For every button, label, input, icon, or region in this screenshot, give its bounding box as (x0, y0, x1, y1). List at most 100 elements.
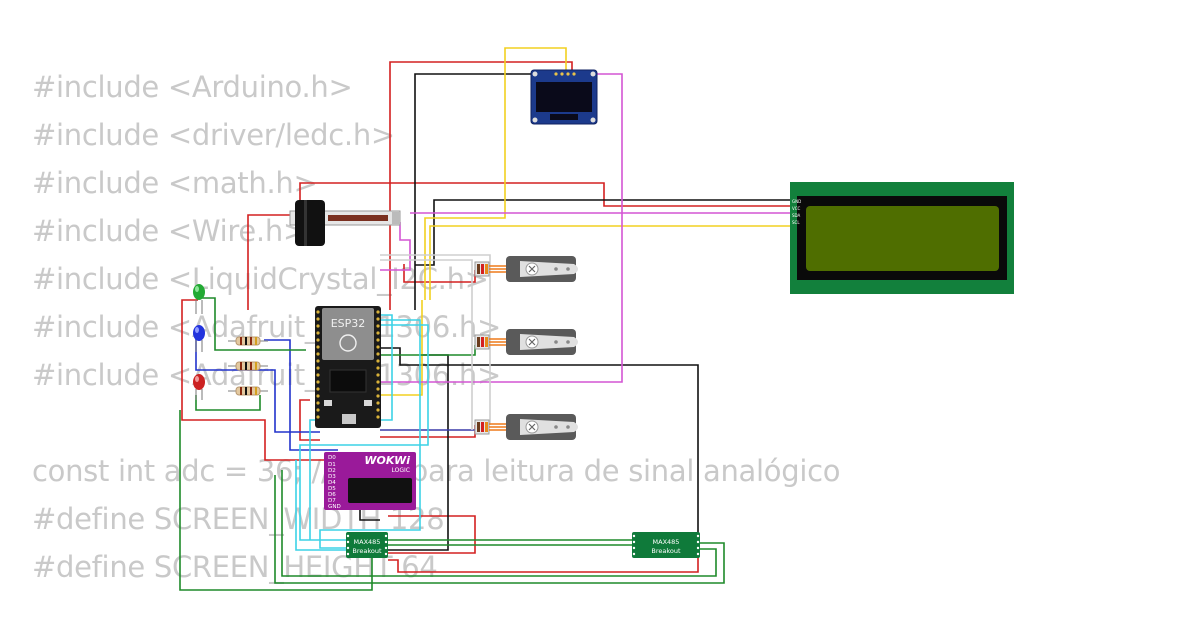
oled-pin[interactable] (554, 72, 558, 76)
wire-yellow[interactable] (429, 225, 790, 300)
logic-pin-label: D7 (328, 498, 336, 504)
oled-pin[interactable] (572, 72, 576, 76)
max485-board (346, 532, 388, 558)
wire-red[interactable] (389, 61, 573, 310)
code-line: #include <driver/ledc.h> (32, 118, 395, 152)
esp32-module-shield (322, 308, 374, 360)
oled-pin[interactable] (560, 72, 564, 76)
logic-label: LOGIC (392, 467, 410, 474)
mount-hole (590, 117, 596, 123)
wire-yellow[interactable] (380, 300, 423, 396)
led-green-lens (193, 284, 205, 300)
servo-3[interactable] (474, 414, 578, 440)
servo-cable (489, 265, 506, 273)
esp32-board[interactable]: ESP32 (315, 306, 381, 428)
wire-red[interactable] (299, 182, 790, 230)
oled-display[interactable] (530, 69, 598, 125)
boot-button[interactable] (324, 400, 332, 406)
wire-blue[interactable] (195, 337, 320, 433)
led-green-highlight (195, 286, 199, 292)
logic-pin-label: D0 (328, 455, 336, 461)
logic-pin-label: D2 (328, 468, 336, 474)
servo-cable (489, 338, 506, 346)
servo-2[interactable] (474, 329, 578, 355)
wire-red[interactable] (388, 515, 476, 554)
logic-connector-block (348, 478, 412, 503)
resistor[interactable] (228, 361, 268, 371)
esp32-pins-right[interactable] (376, 310, 380, 419)
code-line: #include <Wire.h> (32, 214, 307, 248)
max485-sublabel: Breakout (352, 547, 382, 555)
led-red-lens (193, 374, 205, 390)
mount-hole (590, 71, 596, 77)
oled-screen (536, 82, 592, 112)
wire-blue[interactable] (264, 339, 338, 451)
esp32-pins-left[interactable] (316, 310, 320, 419)
wire-red[interactable] (247, 214, 290, 310)
wire-black[interactable] (380, 347, 699, 535)
wire-green[interactable] (274, 475, 725, 584)
slide-potentiometer[interactable] (289, 200, 401, 246)
wire-green[interactable] (281, 470, 717, 577)
resistor[interactable] (228, 386, 268, 396)
max485-label: MAX485 (354, 538, 381, 546)
wires (179, 47, 790, 591)
wire-grey[interactable] (380, 254, 491, 425)
wire-cyan[interactable] (295, 460, 346, 551)
max485-left[interactable]: MAX485 Breakout (346, 532, 388, 558)
reset-button[interactable] (364, 400, 372, 406)
logic-pin-label: D4 (328, 480, 336, 486)
wire-yellow[interactable] (424, 75, 506, 300)
wire-cyan[interactable] (319, 319, 421, 549)
lcd-screen (806, 206, 999, 271)
led-red[interactable] (193, 374, 205, 400)
wire-red[interactable] (388, 555, 699, 573)
lcd-pin-label: SCL (792, 220, 800, 225)
pot-knob-ridge (304, 200, 307, 246)
logic-analyzer[interactable]: WOKWi LOGIC D0 D1 D2 D3 D4 D5 D6 D7 GND (324, 452, 416, 510)
max485-label: MAX485 (653, 538, 680, 546)
led-blue-lens (193, 325, 205, 341)
led-green[interactable] (193, 284, 205, 314)
esp32-label: ESP32 (331, 317, 366, 330)
wire-yellow[interactable] (504, 47, 567, 75)
logic-pin-label: D1 (328, 462, 336, 468)
led-blue-highlight (195, 327, 199, 333)
wire-magenta[interactable] (380, 222, 411, 271)
max485-sublabel: Breakout (651, 547, 681, 555)
lcd-display[interactable]: GND VCC SDA SCL (790, 182, 1014, 294)
oled-flex (550, 114, 578, 120)
servo-cable (489, 423, 506, 431)
wire-green[interactable] (195, 395, 261, 411)
led-blue[interactable] (193, 325, 205, 352)
code-line: #include <LiquidCrystal_I2C.h> (32, 262, 489, 296)
servo-1[interactable] (474, 256, 578, 282)
oled-pin[interactable] (566, 72, 570, 76)
espressif-logo-icon (339, 334, 357, 352)
resistor[interactable] (228, 336, 268, 346)
logic-pin-label: D5 (328, 486, 336, 492)
wire-magenta[interactable] (380, 73, 623, 383)
wire-cyan[interactable] (299, 324, 429, 541)
lcd-pin-label: VCC (792, 206, 801, 211)
code-line: #include <math.h> (32, 166, 318, 200)
max485-board (632, 532, 700, 558)
usb-port[interactable] (342, 414, 356, 424)
wire-red[interactable] (181, 299, 340, 461)
mount-hole (532, 117, 538, 123)
pot-knob[interactable] (295, 200, 325, 246)
logic-pin-label: GND (328, 504, 341, 510)
lcd-pin-label: GND (792, 199, 801, 204)
esp32-chip (329, 369, 367, 393)
wokwi-logo: WOKWi (364, 454, 410, 467)
wire-green[interactable] (200, 297, 306, 351)
mount-hole (532, 71, 538, 77)
code-line: #include <Arduino.h> (32, 70, 353, 104)
max485-right[interactable]: MAX485 Breakout (632, 532, 700, 558)
wire-cyan[interactable] (309, 314, 393, 540)
wire-grey[interactable] (380, 259, 473, 430)
wire-green[interactable] (179, 410, 373, 591)
led-red-highlight (195, 376, 199, 382)
pot-end (392, 212, 400, 224)
